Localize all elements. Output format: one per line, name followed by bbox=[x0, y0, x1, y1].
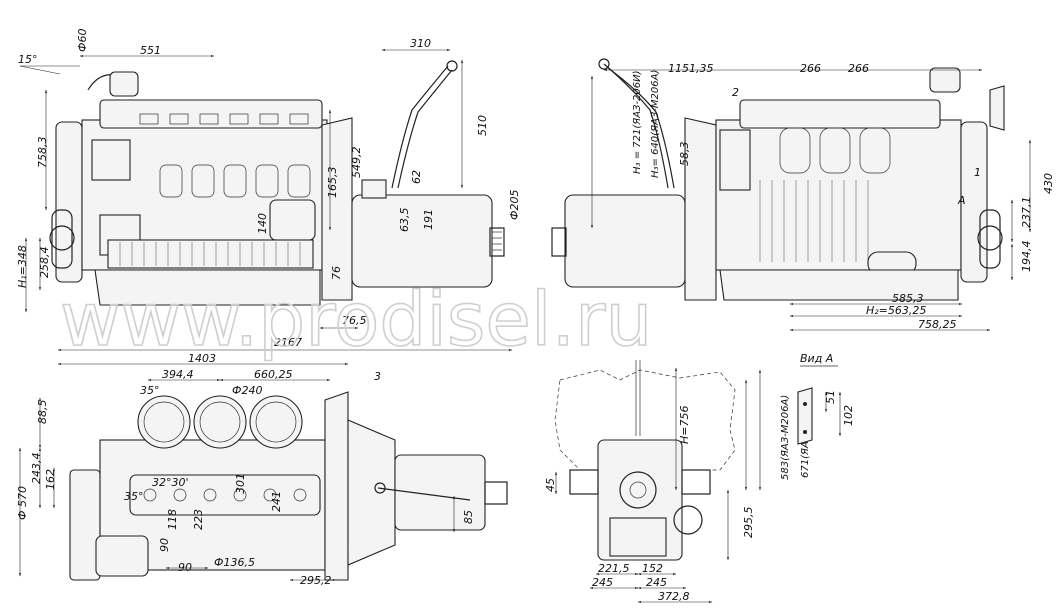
dim-51: 51 bbox=[824, 390, 837, 404]
view-a: Вид А 51 102 bbox=[797, 352, 855, 445]
dim-118: 118 bbox=[166, 509, 179, 530]
dim-245-a: 245 bbox=[592, 576, 613, 589]
dim-241: 241 bbox=[270, 491, 283, 512]
dim-62: 62 bbox=[410, 170, 423, 184]
dim-102: 102 bbox=[842, 405, 855, 426]
dim-585-3: 585,3 bbox=[892, 292, 924, 305]
dim-245-b: 245 bbox=[646, 576, 667, 589]
callout-a: A bbox=[957, 194, 966, 207]
dim-h-756: H=756 bbox=[678, 406, 691, 444]
dim-phi60: Ф60 bbox=[76, 29, 89, 52]
dim-223: 223 bbox=[192, 509, 205, 530]
dim-1151-35: 1151,35 bbox=[668, 62, 714, 75]
dim-583-m206a: 583(ЯАЗ-М206А) bbox=[780, 395, 791, 480]
dim-549-2: 549,2 bbox=[350, 147, 363, 179]
dim-152: 152 bbox=[642, 562, 663, 575]
dim-310: 310 bbox=[410, 37, 431, 50]
dim-h3-206i: H₃ = 721(ЯАЗ-206И) bbox=[632, 70, 643, 174]
dim-243-4: 243,4 bbox=[30, 453, 43, 485]
dim-140: 140 bbox=[256, 213, 269, 234]
dim-758-25: 758,25 bbox=[918, 318, 957, 331]
callout-3: 3 bbox=[374, 370, 381, 383]
dim-63-5: 63,5 bbox=[398, 208, 411, 233]
dim-phi570: Ф 570 bbox=[16, 486, 29, 520]
dim-88-5: 88,5 bbox=[36, 400, 49, 425]
dim-266-a: 266 bbox=[800, 62, 821, 75]
dim-430: 430 bbox=[1042, 173, 1055, 194]
dim-90-b: 90 bbox=[178, 561, 192, 574]
dim-76: 76 bbox=[330, 266, 343, 280]
dim-phi136-5: Ф136,5 bbox=[214, 556, 255, 569]
dim-295-5: 295,5 bbox=[742, 507, 755, 539]
dim-90-a: 90 bbox=[158, 538, 171, 552]
dim-162: 162 bbox=[44, 469, 57, 490]
dim-h1-348: H₁=348 bbox=[16, 245, 29, 288]
right-view: 1151,35 266 266 H₃ = 721(ЯАЗ-206И) H₃= 6… bbox=[551, 58, 1055, 332]
dim-h2-563-25: H₂=563,25 bbox=[866, 304, 926, 317]
dim-phi205: Ф205 bbox=[508, 190, 521, 220]
dim-266-b: 266 bbox=[848, 62, 869, 75]
dim-295-2: 295,2 bbox=[300, 574, 332, 587]
dim-h3-m206a: H₃= 640(ЯАЗ-М206А) bbox=[650, 70, 661, 178]
dim-194-4: 194,4 bbox=[1020, 241, 1033, 273]
watermark: www.prodisel.ru bbox=[60, 277, 652, 363]
dim-85: 85 bbox=[462, 510, 475, 524]
dim-301: 301 bbox=[234, 473, 247, 494]
dim-angle-32-30: 32°30' bbox=[152, 476, 189, 489]
dim-angle-35b: 35° bbox=[124, 490, 144, 503]
dim-76-5: 76,5 bbox=[342, 314, 367, 327]
dim-191: 191 bbox=[422, 209, 435, 230]
dim-58-3: 58,3 bbox=[678, 142, 691, 167]
dim-45: 45 bbox=[544, 478, 557, 492]
dim-510: 510 bbox=[476, 115, 489, 136]
dim-758-3: 758,3 bbox=[36, 137, 49, 169]
dim-phi240: Ф240 bbox=[232, 384, 262, 397]
callout-2: 2 bbox=[732, 86, 739, 99]
dim-2167: 2167 bbox=[274, 336, 302, 349]
dim-165-3: 165,3 bbox=[326, 167, 339, 199]
dim-372-8: 372,8 bbox=[658, 590, 690, 603]
dim-221-5: 221,5 bbox=[598, 562, 630, 575]
view-a-label: Вид А bbox=[800, 352, 833, 365]
dim-551: 551 bbox=[140, 44, 161, 57]
callout-1: 1 bbox=[974, 166, 981, 179]
dim-394-4: 394,4 bbox=[162, 368, 194, 381]
dim-angle-35: 35° bbox=[140, 384, 160, 397]
plan-view: 2167 1403 394,4 660,25 3 35° Ф240 Ф 570 … bbox=[16, 336, 513, 587]
front-view: H=756 45 583(ЯАЗ-М206А) 671(ЯАЗ-206И) 29… bbox=[544, 360, 811, 604]
side-view: Ф60 15° 551 758,3 549,2 310 510 62 165,3… bbox=[16, 29, 521, 330]
dim-angle-15: 15° bbox=[18, 53, 38, 66]
dim-660-25: 660,25 bbox=[254, 368, 293, 381]
dim-258-4: 258,4 bbox=[38, 247, 51, 279]
dim-1403: 1403 bbox=[188, 352, 216, 365]
dim-237-1: 237,1 bbox=[1020, 197, 1033, 229]
